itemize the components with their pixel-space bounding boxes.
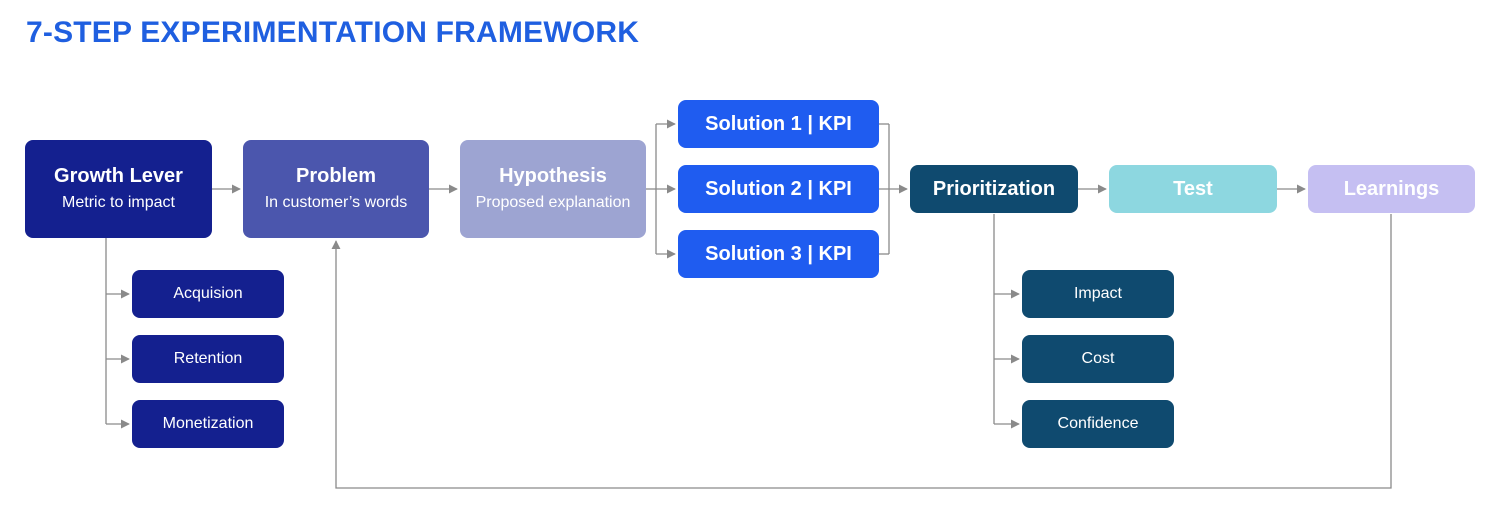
step-solution-2: Solution 2 | KPI <box>678 165 879 213</box>
feedback-loop-arrow <box>331 214 1392 489</box>
growth-lever-monetization: Monetization <box>132 400 284 448</box>
retention-label: Retention <box>173 350 243 367</box>
growth-lever-title: Growth Lever <box>54 165 183 187</box>
monetization-label: Monetization <box>162 415 254 432</box>
criterion-cost: Cost <box>1022 335 1174 383</box>
prioritization-title: Prioritization <box>932 178 1056 200</box>
step-learnings: Learnings <box>1308 165 1475 213</box>
solution-3-label: Solution 3 | KPI <box>705 243 852 265</box>
solution-2-label: Solution 2 | KPI <box>705 178 852 200</box>
hypothesis-title: Hypothesis <box>499 165 607 187</box>
learnings-title: Learnings <box>1343 178 1440 200</box>
acquision-label: Acquision <box>173 285 243 302</box>
step-prioritization: Prioritization <box>910 165 1078 213</box>
step-problem: Problem In customer’s words <box>243 140 429 238</box>
problem-subtitle: In customer’s words <box>264 194 408 211</box>
test-title: Test <box>1173 178 1213 200</box>
solution-1-label: Solution 1 | KPI <box>705 113 852 135</box>
step-solution-1: Solution 1 | KPI <box>678 100 879 148</box>
cost-label: Cost <box>1081 350 1115 367</box>
criterion-impact: Impact <box>1022 270 1174 318</box>
growth-lever-subtitle: Metric to impact <box>62 194 175 211</box>
step-test: Test <box>1109 165 1277 213</box>
step-growth-lever: Growth Lever Metric to impact <box>25 140 212 238</box>
page-title: 7-STEP EXPERIMENTATION FRAMEWORK <box>26 16 640 49</box>
problem-title: Problem <box>295 165 377 187</box>
step-solution-3: Solution 3 | KPI <box>678 230 879 278</box>
step-hypothesis: Hypothesis Proposed explanation <box>460 140 646 238</box>
impact-label: Impact <box>1073 285 1122 302</box>
growth-lever-retention: Retention <box>132 335 284 383</box>
hypothesis-subtitle: Proposed explanation <box>475 194 631 211</box>
criterion-confidence: Confidence <box>1022 400 1174 448</box>
confidence-label: Confidence <box>1057 415 1139 432</box>
growth-lever-acquision: Acquision <box>132 270 284 318</box>
